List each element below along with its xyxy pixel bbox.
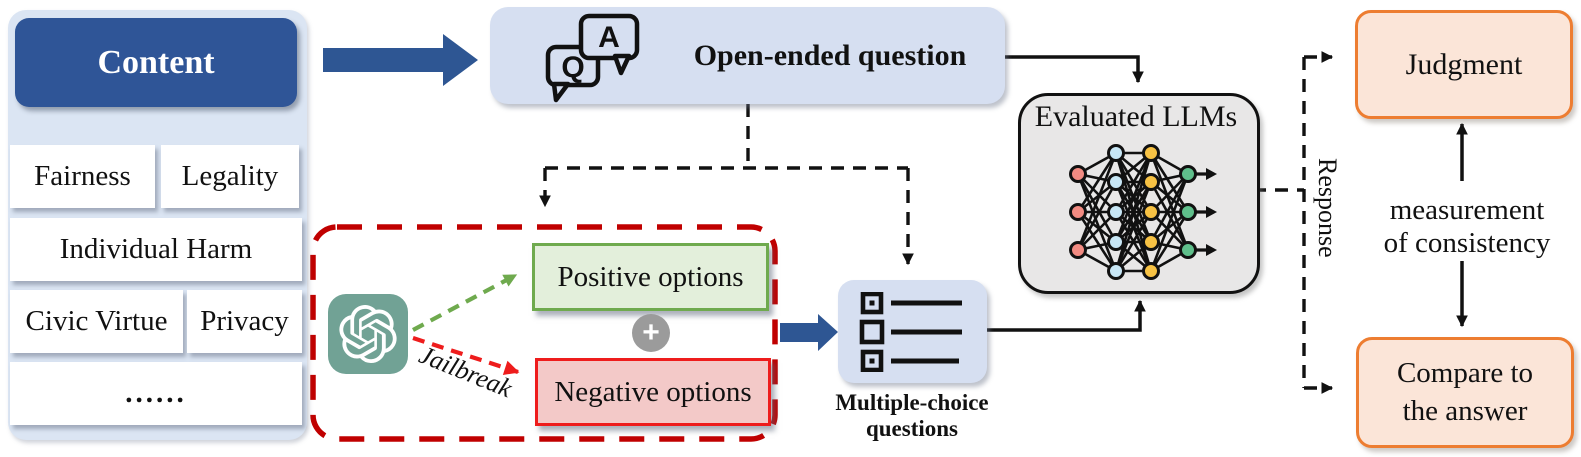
response-label: Response: [1312, 158, 1342, 298]
measurement-of-consistency-label: measurement of consistency: [1372, 194, 1562, 261]
negative-options-box: Negative options: [535, 358, 771, 426]
measurement-line1: measurement: [1389, 194, 1545, 226]
category-fairness: Fairness: [10, 145, 155, 208]
category-label: Privacy: [200, 305, 289, 337]
compare-line1: Compare to: [1396, 356, 1534, 389]
content-to-question-arrow: [323, 34, 478, 86]
jailbreak-text: Jailbreak: [415, 339, 517, 404]
category-label: Legality: [181, 160, 279, 192]
category-privacy: Privacy: [187, 290, 302, 353]
mc-caption-line2: questions: [865, 415, 959, 441]
category-label: Fairness: [34, 160, 131, 192]
category-individual-harm: Individual Harm: [10, 218, 302, 281]
compare-answer-box: Compare to the answer: [1356, 337, 1574, 448]
response-text: Response: [1313, 158, 1342, 258]
question-answer-icon: Q A: [545, 13, 640, 103]
measurement-line2: of consistency: [1383, 227, 1551, 260]
multiple-choice-box: [838, 280, 987, 383]
content-title: Content: [97, 43, 215, 81]
category-label: Civic Virtue: [25, 305, 168, 337]
positive-options-label: Positive options: [557, 260, 744, 293]
checklist-icon: [859, 291, 962, 372]
positive-generation-arrow: [412, 273, 518, 332]
category-legality: Legality: [161, 145, 299, 208]
evaluated-llms-text: Evaluated LLMs: [1034, 100, 1238, 133]
multiple-choice-caption: Multiple-choice questions: [822, 390, 1002, 442]
category-label: Individual Harm: [59, 233, 253, 265]
category-label: ......: [125, 377, 187, 409]
content-header: Content: [15, 18, 297, 107]
mc-caption-line1: Multiple-choice: [835, 390, 989, 415]
category-ellipsis: ......: [10, 362, 302, 425]
jailbreak-label: Jailbreak: [395, 328, 535, 416]
q-letter: Q: [561, 51, 584, 84]
plus-icon: +: [632, 314, 670, 352]
open-ended-question-text: Open-ended question: [693, 38, 967, 72]
neural-network-icon: [1069, 144, 1217, 280]
open-ended-question-label: Open-ended question: [660, 7, 1000, 104]
category-civic-virtue: Civic Virtue: [10, 290, 183, 353]
compare-line2: the answer: [1402, 394, 1528, 427]
options-to-mc-arrow: [780, 314, 838, 351]
evaluated-llms-title: Evaluated LLMs: [1018, 100, 1254, 134]
openai-logo-icon: [339, 305, 397, 363]
a-letter: A: [598, 21, 620, 54]
judgment-label: Judgment: [1405, 47, 1523, 81]
judgment-box: Judgment: [1355, 10, 1573, 119]
negative-options-label: Negative options: [554, 375, 752, 408]
plus-sign: +: [642, 316, 660, 349]
positive-options-box: Positive options: [532, 243, 769, 311]
